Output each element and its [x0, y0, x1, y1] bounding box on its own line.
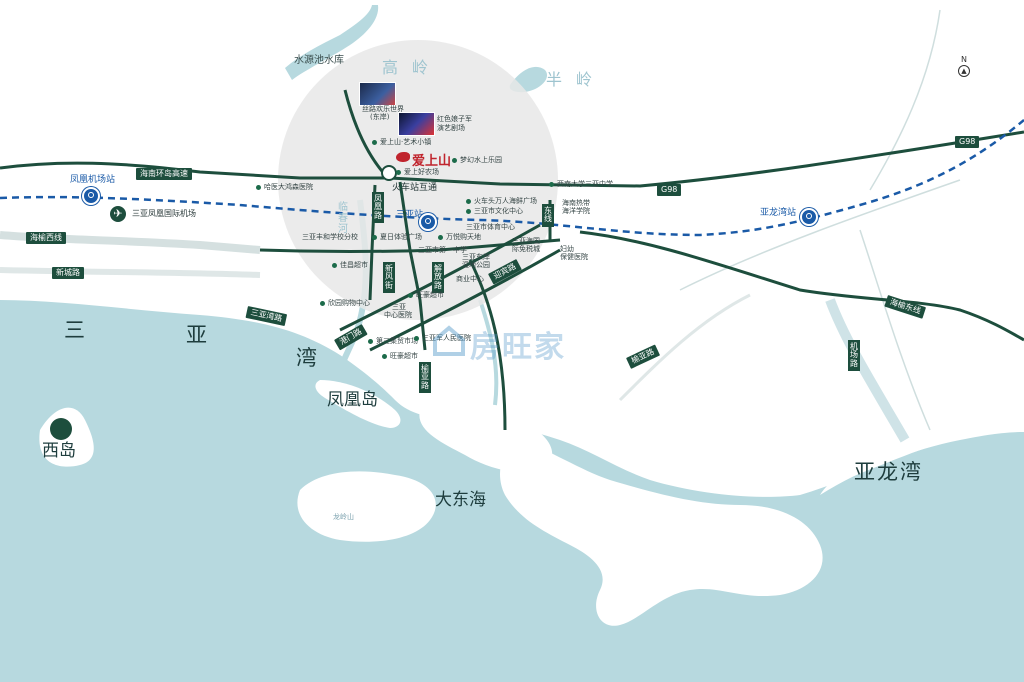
road-badge-dadonghai-v: 榆亚路 — [419, 362, 431, 394]
poi-label: 三亚市第一中学 — [418, 246, 467, 254]
river-right — [478, 299, 499, 406]
road-badge-center-v2: 解放路 — [432, 262, 444, 294]
compass: N ▲ — [958, 55, 970, 78]
poi-label: 爱上好农场 — [396, 169, 439, 176]
land-east-coast — [820, 420, 1024, 495]
road-dadonghai — [468, 259, 507, 431]
sea-label-san: 三 — [64, 318, 87, 342]
poi-label: 哈医大鸿森医院 — [256, 184, 313, 191]
poi-label: 红色娘子军 — [437, 115, 472, 123]
poi-label: 旺豪超市 — [382, 353, 418, 360]
poi-label: (东岸) — [370, 113, 390, 121]
river-east — [825, 298, 910, 443]
road-badge-xincheng: 新城路 — [52, 267, 84, 279]
railway-station-icon[interactable] — [82, 187, 100, 205]
poi-label: 保健医院 — [560, 253, 588, 261]
terrain-outline-6 — [618, 293, 751, 402]
poi-label: 佳昌超市 — [332, 262, 368, 269]
poi-label: 梦幻水上乐园 — [452, 157, 502, 164]
road-badge-sanya-north: 凤凰路 — [372, 192, 384, 224]
road-badge-east-v: 东线 — [542, 204, 554, 227]
terrain-outline-4 — [0, 231, 261, 254]
poi-label: 旺豪超市 — [408, 292, 444, 299]
railway-station-icon[interactable] — [419, 213, 437, 231]
terrain-outline-2 — [869, 9, 941, 191]
poi-label: 商业中心 — [456, 275, 484, 283]
land-inner-harbor — [419, 404, 553, 473]
poi-label: 火车头万人海鲜广场 — [466, 198, 537, 205]
poi-label: 夏日体验广场 — [372, 234, 422, 241]
poi-thumbnail-image — [398, 112, 435, 136]
compass-arrow-icon: ▲ — [958, 65, 970, 77]
airport-label: 三亚凤凰国际机场 — [132, 209, 196, 218]
poi-label: 丝路欢乐世界 — [362, 105, 404, 113]
terrain-outline-3 — [859, 229, 931, 431]
airport-plane-icon: ✈ — [110, 206, 126, 222]
poi-label: 湿地公园 — [462, 261, 490, 269]
station-label-airport: 凤凰机场站 — [70, 175, 116, 185]
poi-label: 三亚东岸 — [462, 253, 490, 261]
compass-north-label: N — [961, 55, 967, 64]
watermark-text: 房旺家 — [470, 330, 566, 365]
sea-label-yalong-bay: 亚龙湾 — [854, 460, 923, 484]
sea-label-ya: 亚 — [186, 323, 209, 347]
station-label-sanya: 三亚站 — [396, 210, 424, 220]
road-badge-ring-expressway: 海南环岛高速 — [136, 168, 192, 180]
terrain-outline-1 — [679, 179, 961, 291]
interchange-label: 火车站互通 — [392, 183, 438, 193]
station-label-yalongwan: 亚龙湾站 — [760, 208, 797, 218]
poi-label: 三亚 — [392, 303, 406, 311]
road-badge-center-v1: 新风街 — [383, 262, 395, 294]
reservoir-label: 水源池水库 — [294, 55, 344, 66]
poi-label: 三亚海国 — [512, 237, 540, 245]
island-label-fenghuang: 凤凰岛 — [327, 390, 378, 410]
road-haiyu-east — [579, 230, 1024, 342]
poi-label: 海洋学院 — [562, 207, 590, 215]
poi-label: 三亚丰和学校分校 — [302, 233, 358, 241]
sea-label-wan: 湾 — [296, 346, 319, 370]
poi-label: 三亚市体育中心 — [466, 223, 515, 231]
hill-label-longling: 龙岭山 — [333, 513, 354, 521]
watermark-house-icon — [433, 325, 465, 356]
interchange-node — [381, 165, 397, 181]
road-badge-g98-left: G98 — [657, 184, 682, 196]
road-airport-link — [259, 238, 561, 253]
poi-label: 万悦购天地 — [438, 234, 481, 241]
road-badge-airport-v: 机场路 — [848, 340, 860, 372]
poi-label: 海南热带 — [562, 199, 590, 207]
project-name[interactable]: 爱上山 — [412, 154, 452, 169]
hill-label-gaoling: 高岭 — [382, 58, 443, 77]
land-longling — [297, 471, 436, 542]
poi-label: 欣园购物中心 — [320, 300, 370, 307]
poi-label: 妇幼 — [560, 245, 574, 253]
poi-label: 爱上山·艺术小镇 — [372, 139, 431, 146]
road-badge-g98-right: G98 — [955, 136, 980, 148]
poi-label: 三亚军人民医院 — [414, 335, 471, 342]
land-peninsula — [500, 440, 823, 626]
sea-label-dadonghai: 大东海 — [435, 490, 486, 510]
poi-label: 中心医院 — [384, 311, 412, 319]
poi-label: 第三集贸市场 — [368, 338, 418, 345]
road-ring-expressway — [0, 130, 1024, 188]
poi-label: 三亚市文化中心 — [466, 208, 523, 215]
poi-label: 演艺剧场 — [437, 124, 465, 132]
land-fenghuang-island — [315, 380, 401, 428]
poi-label: 际免税城 — [512, 245, 540, 253]
west-island-palm-icon — [50, 418, 72, 440]
railway-line — [0, 119, 1024, 237]
road-badge-haiyu-west: 海榆西线 — [26, 232, 66, 244]
river-label: 临春河 — [338, 202, 348, 235]
project-logo-icon — [396, 152, 410, 162]
island-label-west: 西岛 — [42, 441, 76, 461]
water-reservoir — [285, 5, 379, 80]
poi-label: 西南大学三亚中学 — [549, 181, 613, 188]
hill-label-banling: 半岭 — [546, 70, 607, 89]
poi-thumbnail-image — [359, 82, 396, 106]
railway-station-icon[interactable] — [800, 208, 818, 226]
terrain-outline-5 — [0, 267, 261, 278]
